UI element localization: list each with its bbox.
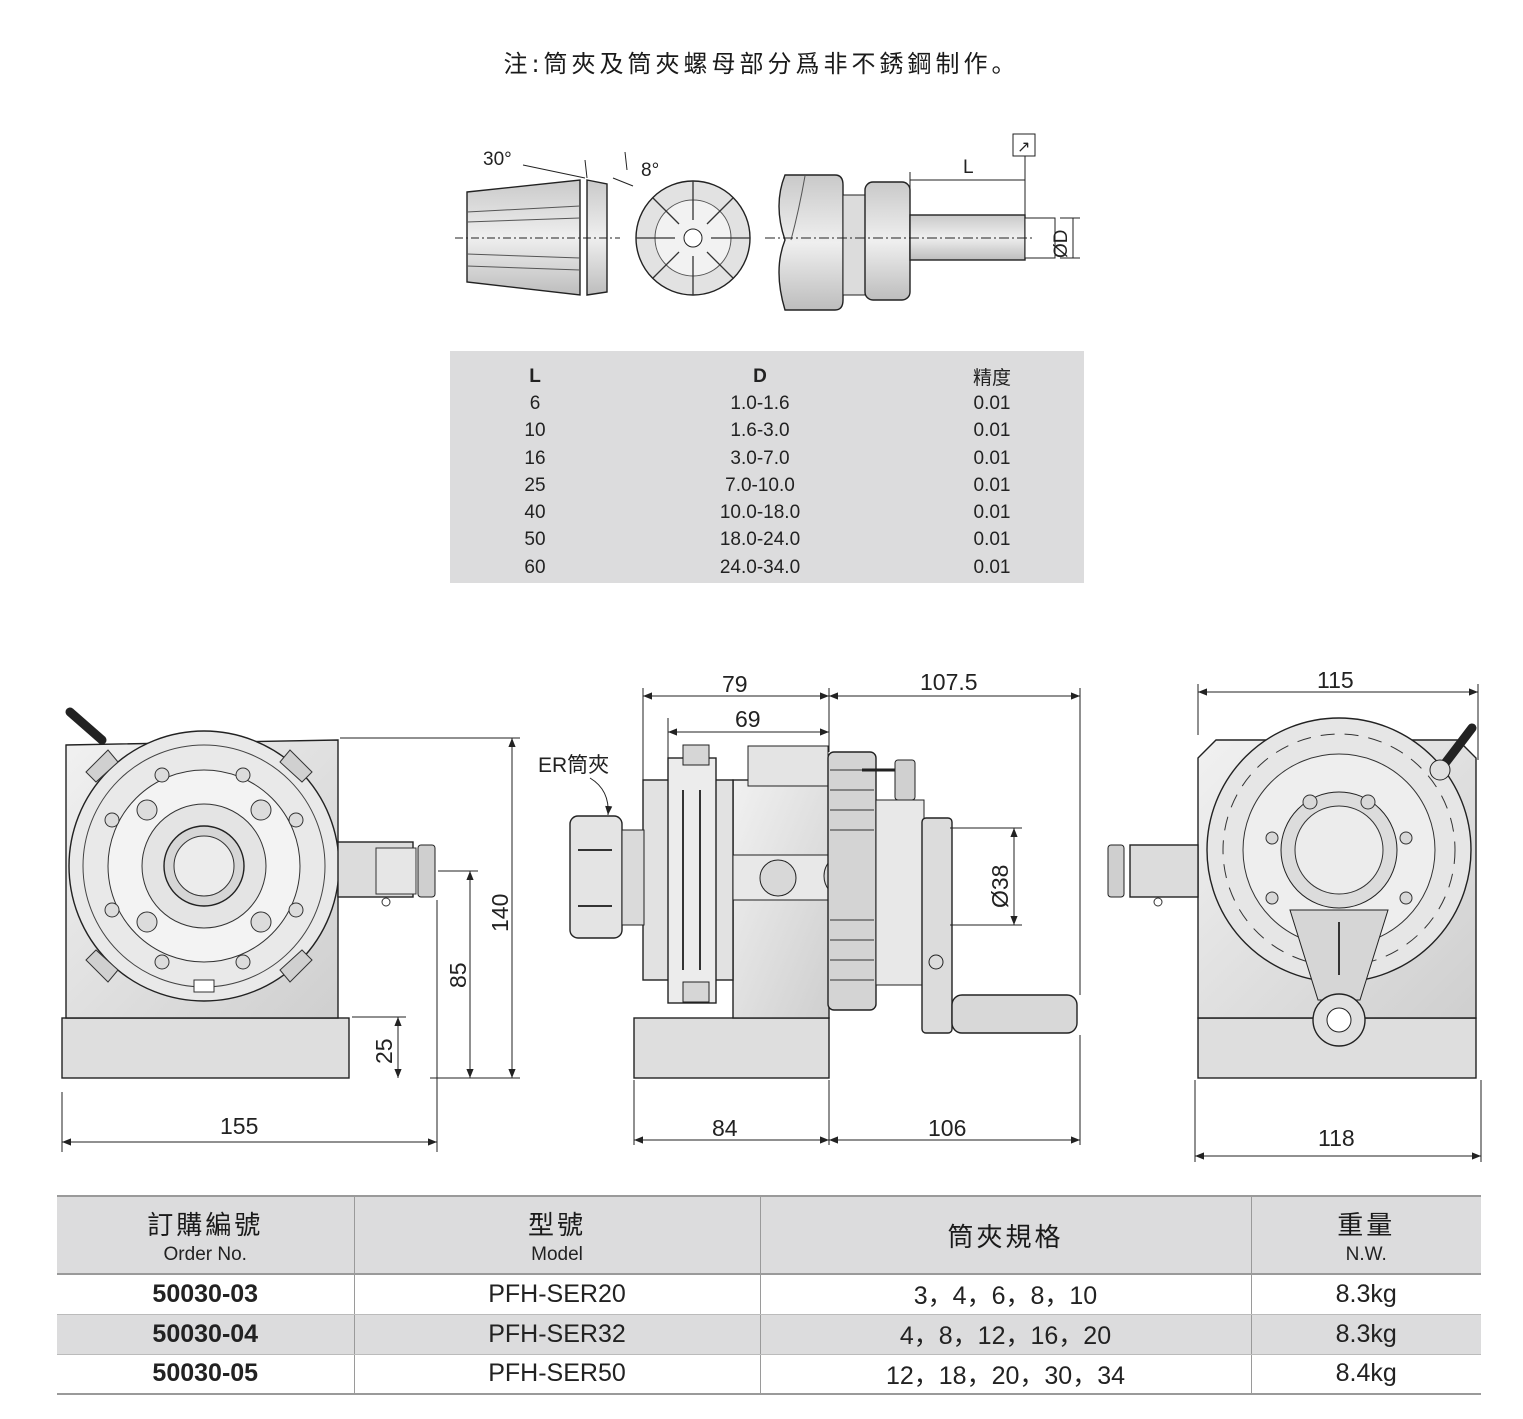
spec-cell-l: 16 bbox=[524, 447, 546, 469]
spec-cell-precision: 0.01 bbox=[973, 447, 1011, 469]
collet-diagram: 30° 8° ↗ L ØD bbox=[455, 133, 1080, 311]
spec-cell-l: 60 bbox=[524, 556, 546, 578]
spec-cell-d: 10.0-18.0 bbox=[719, 502, 801, 524]
spec-header-d: D bbox=[753, 365, 767, 387]
side-view: ER筒夾 79 69 107.5 Ø38 84 106 bbox=[538, 669, 1081, 1145]
spec-cell-precision: 0.01 bbox=[973, 474, 1011, 496]
collet-spec-panel: L D 精度 6 1.0-1.6 0.01 10 1.6-3.0 0.01 16… bbox=[450, 351, 1084, 583]
collet-spec-cell: 12，18，20，30，34 bbox=[759, 1354, 1251, 1395]
dim-side-79: 79 bbox=[722, 671, 748, 697]
spec-cell-l: 40 bbox=[524, 502, 546, 524]
spec-cell-l: 6 bbox=[529, 392, 541, 414]
angle-30-label: 30° bbox=[483, 149, 512, 170]
spec-cell-d: 1.0-1.6 bbox=[730, 392, 790, 414]
dim-front-width: 155 bbox=[220, 1113, 258, 1139]
spec-row: 50 18.0-24.0 0.01 bbox=[450, 527, 1084, 554]
header-en: Model bbox=[531, 1243, 583, 1265]
spec-cell-d: 1.6-3.0 bbox=[730, 420, 790, 442]
table-row: 50030-03 PFH-SER20 3，4，6，8，10 8.3kg bbox=[57, 1274, 1481, 1315]
spec-cell-precision: 0.01 bbox=[973, 556, 1011, 578]
spec-header-precision: 精度 bbox=[972, 367, 1011, 390]
header-zh: 型號 bbox=[527, 1210, 586, 1241]
order-header-row: 訂購編號 Order No. 型號 Model 筒夾規格 重量 N.W. bbox=[57, 1195, 1481, 1275]
dim-front-height-85: 85 bbox=[445, 962, 471, 988]
dim-front-height-140: 140 bbox=[487, 894, 513, 932]
order-header-order-no: 訂購編號 Order No. bbox=[57, 1195, 354, 1275]
header-zh: 訂購編號 bbox=[147, 1210, 264, 1241]
spec-row: 60 24.0-34.0 0.01 bbox=[450, 554, 1084, 581]
order-header-collet-spec: 筒夾規格 bbox=[759, 1195, 1251, 1275]
spec-row: 25 7.0-10.0 0.01 bbox=[450, 472, 1084, 499]
header-en: Order No. bbox=[163, 1243, 247, 1265]
spec-header-row: L D 精度 bbox=[450, 363, 1084, 390]
model-cell: PFH-SER50 bbox=[353, 1354, 760, 1395]
order-header-model: 型號 Model bbox=[353, 1195, 760, 1275]
product-views: 155 140 85 25 bbox=[61, 667, 1482, 1162]
dim-side-106: 106 bbox=[928, 1115, 966, 1141]
collet-spec-cell: 3，4，6，8，10 bbox=[759, 1274, 1251, 1315]
weight-cell: 8.4kg bbox=[1250, 1354, 1481, 1395]
dim-rear-118: 118 bbox=[1318, 1125, 1355, 1151]
angle-8-label: 8° bbox=[641, 160, 659, 181]
spec-cell-d: 18.0-24.0 bbox=[719, 529, 801, 551]
order-table: 訂購編號 Order No. 型號 Model 筒夾規格 重量 N.W. 500… bbox=[57, 1195, 1481, 1395]
dim-side-84: 84 bbox=[712, 1115, 738, 1141]
spec-row: 16 3.0-7.0 0.01 bbox=[450, 445, 1084, 472]
rear-view: 115 118 bbox=[1107, 667, 1482, 1162]
spec-cell-d: 7.0-10.0 bbox=[725, 474, 795, 496]
er-collet-label: ER筒夾 bbox=[538, 754, 609, 777]
spec-cell-precision: 0.01 bbox=[973, 529, 1011, 551]
spec-header-l: L bbox=[529, 365, 541, 387]
length-l-label: L bbox=[963, 157, 974, 178]
header-zh: 筒夾規格 bbox=[947, 1222, 1064, 1253]
spec-cell-precision: 0.01 bbox=[973, 420, 1011, 442]
table-row: 50030-05 PFH-SER50 12，18，20，30，34 8.4kg bbox=[57, 1354, 1481, 1395]
spec-cell-l: 50 bbox=[524, 529, 546, 551]
dim-front-height-25: 25 bbox=[371, 1038, 397, 1064]
model-cell: PFH-SER32 bbox=[353, 1314, 760, 1355]
collet-side-view: 30° 8° bbox=[455, 149, 659, 296]
order-no-cell: 50030-04 bbox=[57, 1314, 354, 1355]
material-note: 注:筒夾及筒夾螺母部分爲非不銹鋼制作。 bbox=[503, 50, 1020, 78]
spec-cell-d: 3.0-7.0 bbox=[730, 447, 790, 469]
weight-cell: 8.3kg bbox=[1250, 1314, 1481, 1355]
diameter-d-label: ØD bbox=[1051, 230, 1072, 259]
spec-row: 10 1.6-3.0 0.01 bbox=[450, 418, 1084, 445]
header-zh: 重量 bbox=[1337, 1210, 1396, 1241]
spec-cell-l: 10 bbox=[524, 420, 546, 442]
dim-rear-115: 115 bbox=[1317, 667, 1354, 693]
table-row: 50030-04 PFH-SER32 4，8，12，16，20 8.3kg bbox=[57, 1314, 1481, 1355]
spec-cell-precision: 0.01 bbox=[973, 392, 1011, 414]
weight-cell: 8.3kg bbox=[1250, 1274, 1481, 1315]
order-no-cell: 50030-03 bbox=[57, 1274, 354, 1315]
collet-spec-cell: 4，8，12，16，20 bbox=[759, 1314, 1251, 1355]
collet-end-view bbox=[635, 180, 751, 296]
spec-row: 40 10.0-18.0 0.01 bbox=[450, 499, 1084, 526]
collet-spec-table: L D 精度 6 1.0-1.6 0.01 10 1.6-3.0 0.01 16… bbox=[450, 363, 1084, 581]
order-no-cell: 50030-05 bbox=[57, 1354, 354, 1395]
gauge-symbol: ↗ bbox=[1017, 139, 1030, 156]
spec-cell-l: 25 bbox=[524, 474, 546, 496]
spec-cell-precision: 0.01 bbox=[973, 502, 1011, 524]
spec-row: 6 1.0-1.6 0.01 bbox=[450, 390, 1084, 417]
header-en: N.W. bbox=[1345, 1243, 1387, 1265]
front-view: 155 140 85 25 bbox=[61, 707, 520, 1152]
dim-side-1075: 107.5 bbox=[920, 669, 978, 695]
model-cell: PFH-SER20 bbox=[353, 1274, 760, 1315]
dim-side-d38: Ø38 bbox=[987, 865, 1013, 908]
spec-cell-d: 24.0-34.0 bbox=[719, 556, 801, 578]
order-header-weight: 重量 N.W. bbox=[1250, 1195, 1481, 1275]
holder-side-view: ↗ L ØD bbox=[765, 133, 1080, 311]
dim-side-69: 69 bbox=[735, 706, 761, 732]
